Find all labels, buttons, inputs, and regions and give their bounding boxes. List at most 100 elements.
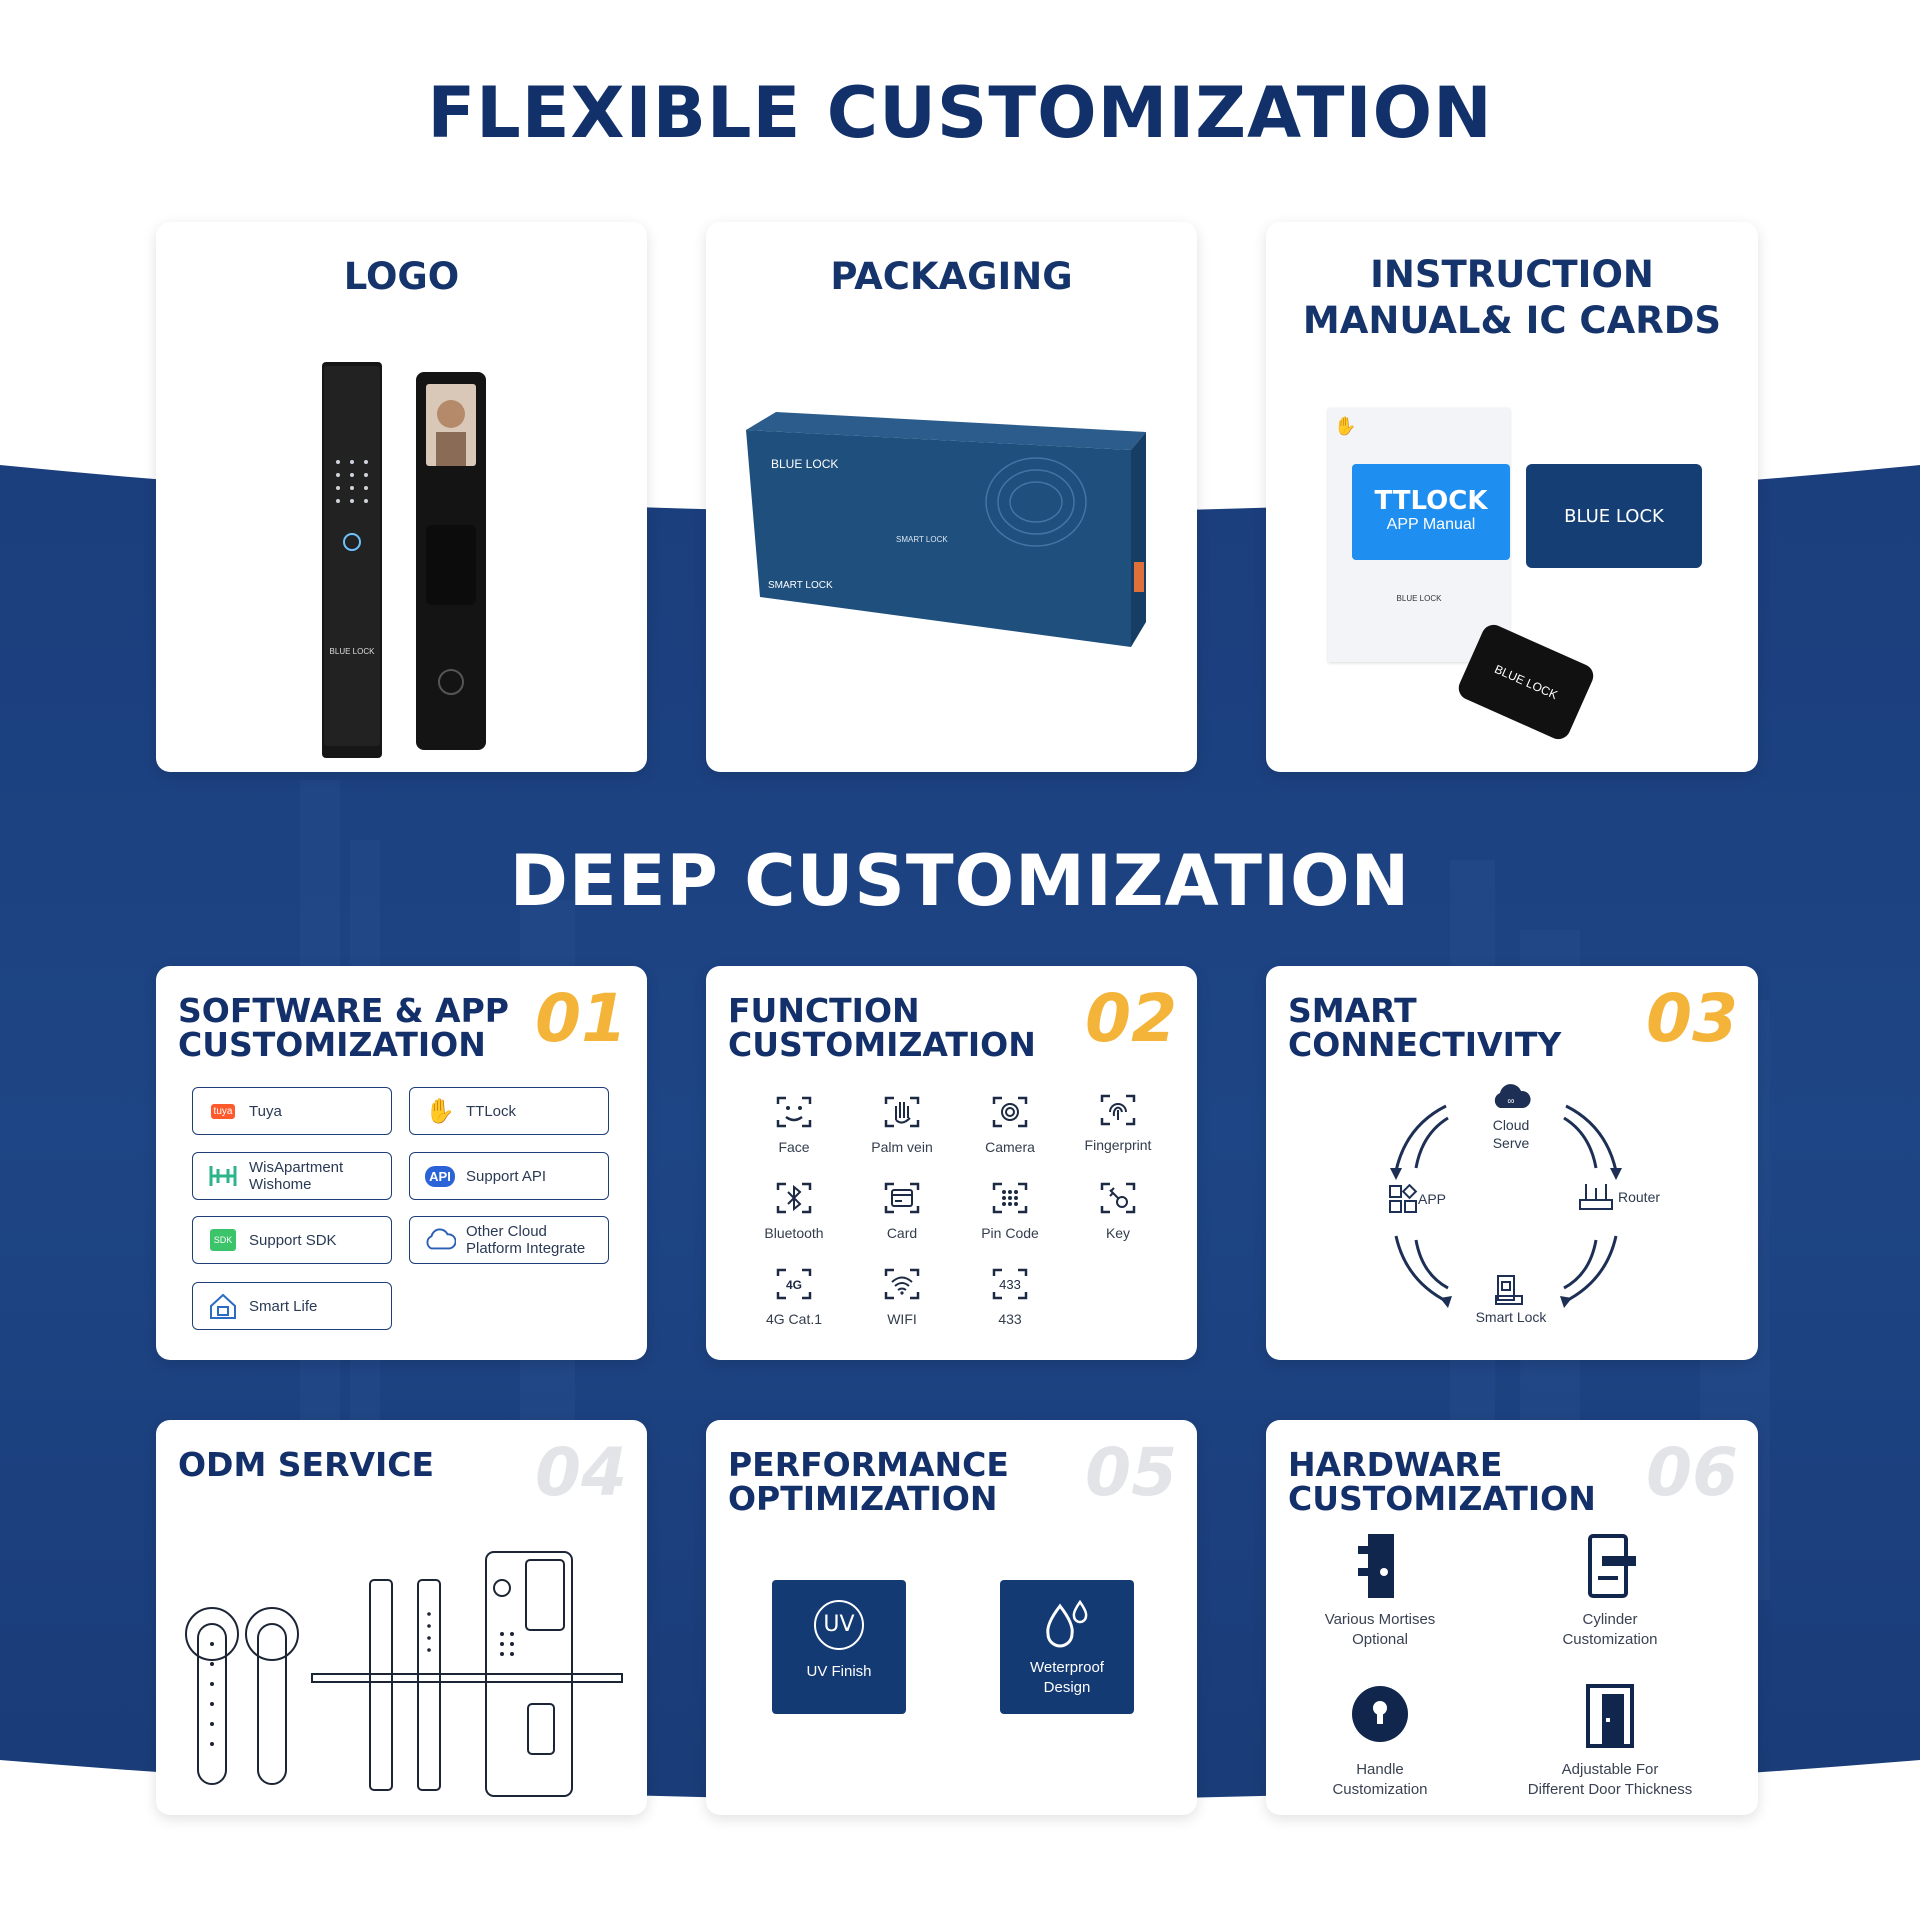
box-brand-text: BLUE LOCK [771,457,838,471]
hardware-label-1: Cylinder [1582,1611,1638,1628]
feature-camera: Camera [960,1090,1060,1155]
feature-433: 433 433 [960,1262,1060,1327]
face-icon [776,1096,812,1128]
4g-icon: 4G [776,1268,812,1300]
hardware-label-2: Customization [1562,1631,1658,1648]
sdk-icon: SDK [207,1224,239,1256]
packaging-card: PACKAGING BLUE LOCK SMART LOCK SMART LOC… [706,222,1197,772]
smart-lock-image: BLUE LOCK [322,362,486,758]
app-label: APP [1418,1191,1447,1207]
manual-booklet: ✋ TTLOCK APP Manual BLUE LOCK [1328,408,1510,662]
water-drops-icon [1046,1599,1088,1648]
section-title: DEEP CUSTOMIZATION [509,840,1411,922]
pill-sdk[interactable]: SDK Support SDK [192,1216,392,1264]
pill-tuya[interactable]: tuya Tuya [192,1087,392,1135]
logo-card-title: LOGO [343,255,460,298]
feature-4g: 4G 4G Cat.1 [744,1262,844,1327]
feature-label: Palm vein [871,1139,933,1155]
feature-label: WIFI [887,1311,917,1327]
feature-bluetooth: Bluetooth [744,1176,844,1241]
feature-card: Card [852,1176,952,1241]
waterproof-label-2: Design [1043,1679,1091,1696]
odm-lock-drawings [185,1551,623,1797]
hardware-cylinder: Cylinder Customization [1510,1532,1710,1650]
pill-smart-life[interactable]: Smart Life [192,1282,392,1330]
feature-label: Fingerprint [1084,1137,1152,1153]
connectivity-card-title: SMART CONNECTIVITY [1288,994,1561,1062]
uv-finish-tile: UV UV Finish [772,1580,906,1714]
hardware-card: HARDWARE CUSTOMIZATION 06 Various Mortis… [1266,1420,1758,1815]
manual-sub: APP Manual [1386,516,1476,533]
svg-text:BLUE LOCK: BLUE LOCK [330,647,376,656]
feature-label: 433 [998,1311,1022,1327]
hardware-card-title: HARDWARE CUSTOMIZATION [1288,1448,1596,1516]
smart-lock-icon [1495,1275,1523,1305]
ttlock-hand-icon: ✋ [1334,416,1357,436]
box-center-text: SMART LOCK [896,535,948,544]
feature-wifi: WIFI [852,1262,952,1327]
software-card: SOFTWARE & APP CUSTOMIZATION 01 tuya Tuy… [156,966,647,1360]
hardware-handle: Handle Customization [1280,1682,1480,1800]
software-card-number: 01 [535,980,627,1057]
waterproof-tile: Weterproof Design [1000,1580,1134,1714]
feature-label: Camera [985,1139,1035,1155]
page-title: FLEXIBLE CUSTOMIZATION [427,72,1493,154]
hardware-label-2: Customization [1332,1781,1428,1798]
hardware-title-2: CUSTOMIZATION [1288,1479,1596,1518]
manual-blue-panel: TTLOCK APP Manual [1352,464,1510,560]
manual-card-title-1: INSTRUCTION [1370,253,1654,296]
feature-label: Face [778,1139,810,1155]
pin-code-icon [992,1182,1028,1214]
hardware-label-1: Various Mortises [1324,1611,1436,1628]
cloud-icon [424,1224,456,1256]
hardware-label-2: Optional [1352,1631,1408,1648]
pill-label: WisApartment [249,1159,344,1176]
smart-life-icon [207,1290,239,1322]
wifi-icon [884,1268,920,1300]
connectivity-title-2: CONNECTIVITY [1288,1025,1562,1064]
feature-label: 4G Cat.1 [765,1311,823,1327]
hardware-card-number: 06 [1646,1434,1738,1511]
hardware-label-2: Different Door Thickness [1527,1781,1693,1798]
manual-brand: TTLOCK [1374,486,1488,516]
odm-card-number: 04 [535,1434,627,1511]
smart-lock-label: Smart Lock [1475,1309,1547,1325]
connectivity-diagram [1390,1104,1622,1308]
ic-card: BLUE LOCK [1526,464,1702,568]
mortise-icon [1358,1534,1394,1598]
pill-ttlock[interactable]: ✋ TTLock [409,1087,609,1135]
bluetooth-icon [776,1182,812,1214]
key-icon [1100,1182,1136,1214]
packaging-box-image: BLUE LOCK SMART LOCK SMART LOCK [746,412,1146,647]
app-icon [1389,1184,1418,1213]
433-icon: 433 [992,1268,1028,1300]
key-fob-brand: BLUE LOCK [1492,661,1560,703]
svg-text:∞: ∞ [1507,1096,1514,1107]
feature-face: Face [744,1090,844,1155]
svg-text:4G: 4G [786,1278,802,1292]
feature-pin-code: Pin Code [960,1176,1060,1241]
logo-card: LOGO BLUE LOCK [156,222,647,772]
feature-palm-vein: Palm vein [852,1090,952,1155]
palm-vein-icon [884,1096,920,1128]
packaging-card-title: PACKAGING [830,255,1073,298]
feature-fingerprint: Fingerprint [1068,1088,1168,1153]
pill-label: Smart Life [249,1297,318,1315]
pill-api[interactable]: API Support API [409,1152,609,1200]
door-icon [1586,1684,1634,1748]
feature-label: Pin Code [981,1225,1039,1241]
api-icon: API [424,1160,456,1192]
connectivity-title-1: SMART [1288,991,1417,1030]
odm-card: ODM SERVICE 04 [156,1420,647,1815]
tuya-badge: tuya [210,1103,236,1119]
svg-text:433: 433 [999,1277,1021,1292]
performance-card: PERFORMANCE OPTIMIZATION 05 UV UV Finish… [706,1420,1197,1815]
waterproof-label-1: Weterproof [1030,1659,1104,1676]
function-card-title: FUNCTION CUSTOMIZATION [728,994,1036,1062]
camera-icon [992,1096,1028,1128]
ttlock-hand-icon: ✋ [425,1097,455,1125]
fingerprint-icon [1100,1094,1136,1126]
feature-key: Key [1068,1176,1168,1241]
